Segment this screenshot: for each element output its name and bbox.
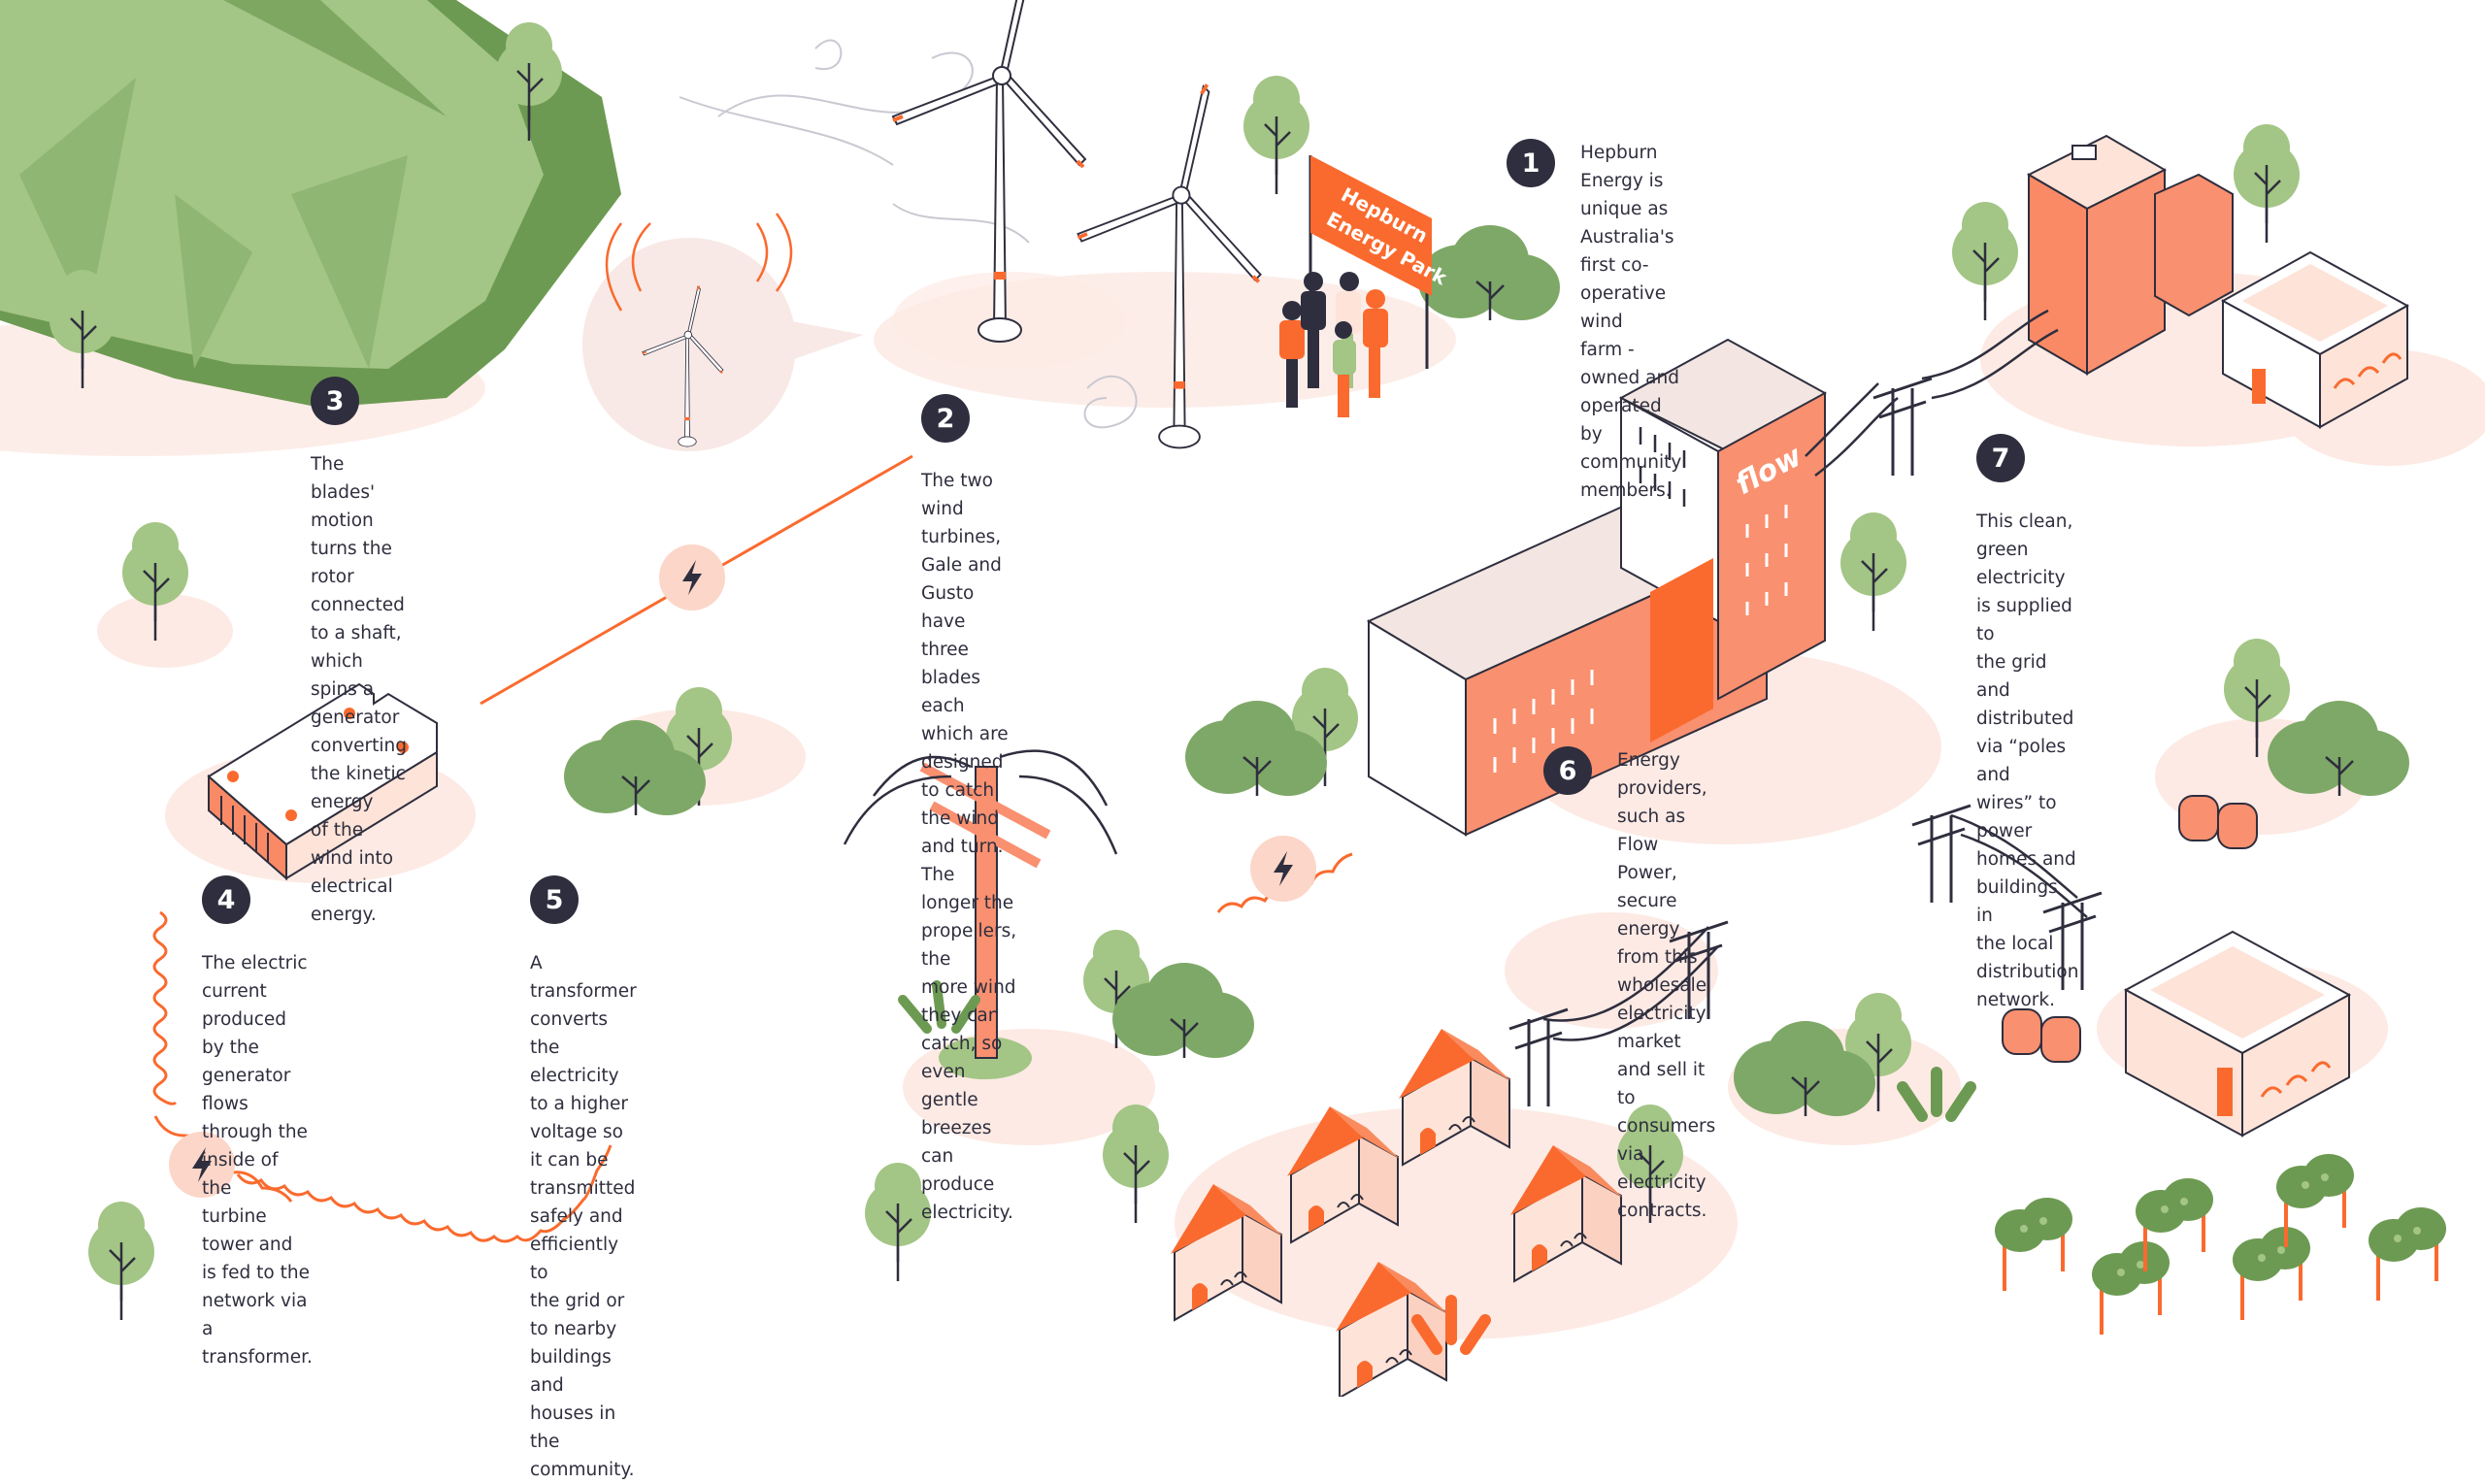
desc-line: The electric current produced [202, 953, 308, 1030]
desc-line: The blades' motion turns the rotor [311, 454, 392, 587]
desc-line: to a higher voltage so it can be [530, 1094, 628, 1171]
desc-line: community members. [1580, 452, 1682, 501]
desc-line: the grid or to nearby buildings and [530, 1291, 625, 1396]
step-description: Energy providers, such as Flow Power, se… [1617, 746, 1715, 1225]
vineyard [1897, 1067, 2448, 1336]
desc-line: the grid and distributed via “poles and [1976, 652, 2074, 785]
desc-line: of the wind into electrical energy. [311, 820, 394, 925]
generator-closeup [582, 213, 864, 451]
step-description: The electric current produced by the gen… [202, 949, 313, 1371]
desc-line: Hepburn Energy is unique as [1580, 143, 1669, 219]
mountain [0, 0, 621, 408]
desc-line: through the inside of the [202, 1122, 308, 1199]
desc-line: more wind they can catch, so even gentle [921, 977, 1016, 1110]
step-badge: 5 [530, 875, 579, 924]
desc-line: This clean, green electricity is supplie… [1976, 511, 2073, 644]
desc-line: wires” to power homes and buildings in [1976, 793, 2076, 926]
power-pole [843, 749, 1118, 1079]
desc-line: turbine tower and is fed to the [202, 1206, 310, 1283]
desc-line: A transformer converts the electricity [530, 953, 637, 1086]
desc-line: three blades each which are designed to … [921, 640, 1009, 801]
desc-line: Power, secure energy from this [1617, 863, 1698, 968]
desc-line: the wind and turn. The longer the propel… [921, 808, 1017, 970]
desc-line: breezes can produce electricity. [921, 1118, 1013, 1223]
transformer [207, 682, 438, 881]
houses [1170, 1028, 1624, 1397]
desc-line: the local distribution network. [1976, 934, 2079, 1010]
flow-power-building: flow [1366, 338, 1828, 837]
step-badge: 6 [1543, 746, 1592, 795]
step-badge: 3 [311, 377, 359, 425]
desc-line: houses in the community. [530, 1403, 635, 1480]
step-badge: 4 [202, 875, 250, 924]
desc-line: transmitted safely and efficiently to [530, 1178, 636, 1283]
city-buildings [2026, 134, 2410, 429]
lightning-icon [659, 544, 725, 610]
desc-line: connected to a shaft, which spins a [311, 595, 405, 700]
desc-line: network via a transformer. [202, 1291, 313, 1368]
lightning-icon [1250, 836, 1316, 902]
desc-line: Australia's first co-operative wind [1580, 227, 1674, 332]
step-badge: 1 [1507, 139, 1555, 187]
desc-line: wholesale electricity market [1617, 975, 1707, 1052]
barrels [2002, 795, 2258, 1063]
desc-line: electricity contracts. [1617, 1172, 1707, 1221]
step-description: This clean, green electricity is supplie… [1976, 508, 2078, 1014]
step-badge: 2 [921, 394, 970, 443]
shop-building [2123, 930, 2352, 1138]
community-people [1279, 272, 1388, 417]
desc-line: by the generator flows [202, 1038, 291, 1114]
desc-line: generator converting the kinetic energy [311, 708, 408, 812]
step-description: A transformer converts the electricity t… [530, 949, 637, 1484]
desc-line: farm - owned and operated by [1580, 340, 1679, 445]
power-lines [1508, 309, 2104, 1108]
desc-line: The two wind turbines, Gale and Gusto ha… [921, 471, 1002, 632]
step-description: The blades' motion turns the rotor conne… [311, 450, 407, 929]
step-description: Hepburn Energy is unique as Australia's … [1580, 139, 1681, 505]
step-description: The two wind turbines, Gale and Gusto ha… [921, 467, 1016, 1227]
energy-park-sign: Hepburn Energy Park [1309, 155, 1451, 379]
desc-line: and sell it to consumers via [1617, 1060, 1716, 1165]
step-badge: 7 [1976, 434, 2025, 482]
desc-line: Energy providers, such as Flow [1617, 750, 1707, 855]
energy-flow-illustration: Hepburn Energy Park [0, 0, 2485, 1397]
